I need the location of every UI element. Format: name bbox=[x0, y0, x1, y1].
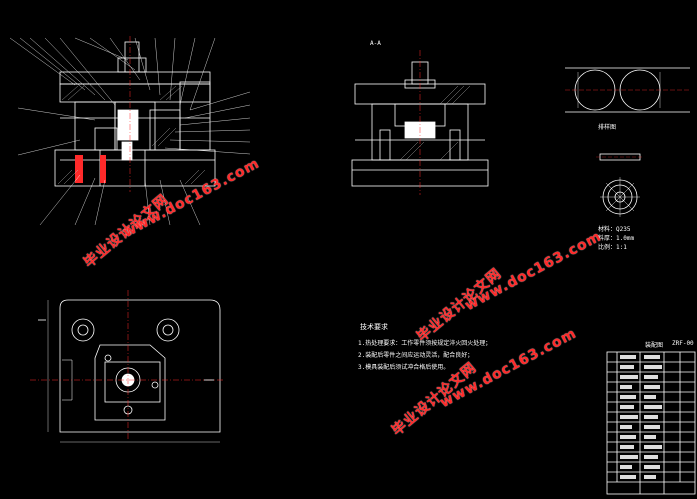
scale-note: 比例：1:1 bbox=[598, 244, 627, 251]
layout-label: 排样图 bbox=[598, 124, 617, 131]
title-block bbox=[606, 351, 696, 495]
tech-requirements-title: 技术要求 bbox=[360, 323, 388, 331]
leader-lines bbox=[9, 37, 251, 226]
parts-list-text-blocks bbox=[620, 355, 662, 479]
strip-layout bbox=[565, 67, 690, 113]
tech-item-2: 2.装配后零件之间应运动灵活，配合良好； bbox=[358, 352, 474, 359]
thickness-note: 料厚：1.0mm bbox=[598, 235, 635, 242]
tech-item-1: 1.热处理要求：工作零件须按规定淬火回火处理； bbox=[358, 340, 492, 347]
tech-item-3: 3.模具装配后须试冲合格后使用。 bbox=[358, 364, 450, 371]
part-drawing bbox=[596, 153, 644, 217]
plan-view bbox=[30, 290, 225, 443]
material-note: 材料：Q235 bbox=[598, 226, 631, 233]
drawing-number: ZRF-00 bbox=[672, 340, 694, 347]
front-section-view bbox=[54, 41, 216, 187]
front-hatch bbox=[57, 85, 206, 185]
side-hatch bbox=[399, 85, 471, 161]
section-label: A-A bbox=[370, 40, 381, 47]
title-block-header: 装配图 bbox=[645, 342, 664, 349]
